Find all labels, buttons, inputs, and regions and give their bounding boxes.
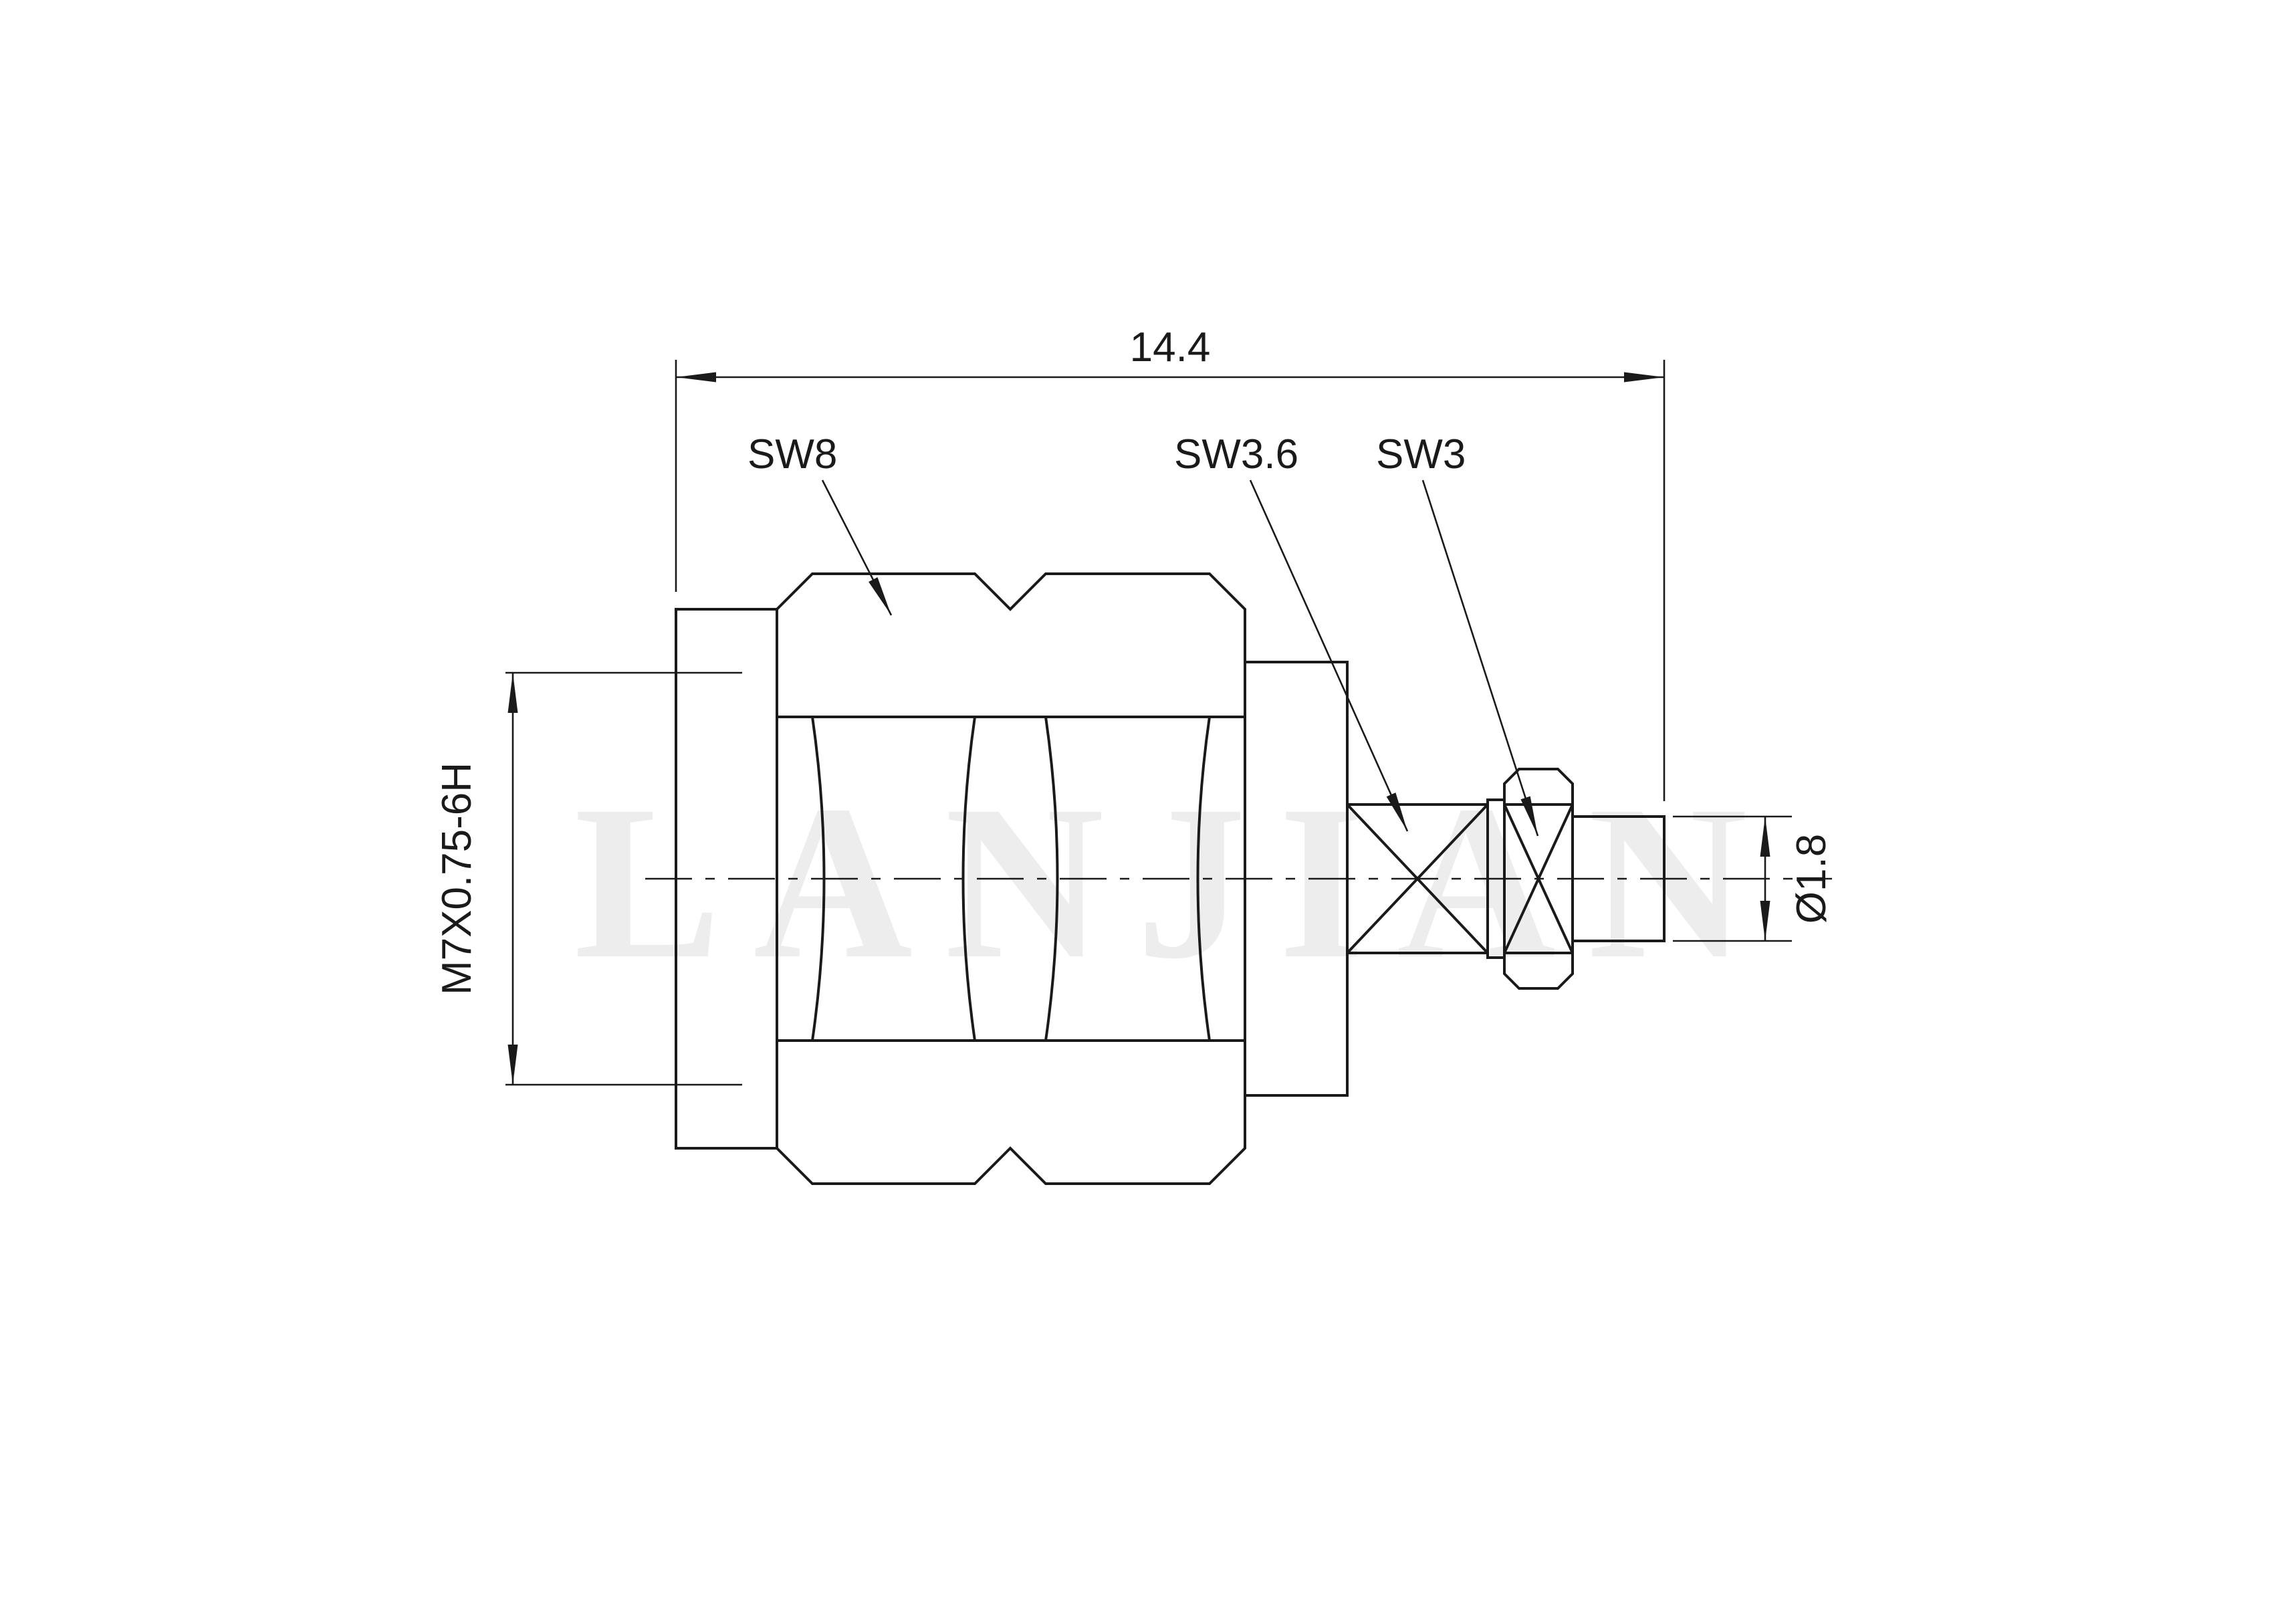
leader-line	[1249, 479, 1409, 832]
leader-line	[1421, 479, 1539, 837]
callout-sw36: SW3.6	[1174, 431, 1409, 832]
overall-length-value: 14.4	[1130, 324, 1211, 370]
callout-sw8: SW8	[748, 431, 893, 616]
hex-arc	[811, 716, 826, 1041]
hex-arc	[961, 716, 976, 1041]
leader-line	[821, 479, 893, 616]
sw3-label: SW3	[1376, 431, 1466, 477]
watermark-text: LANJIAN	[574, 760, 1780, 1004]
sw36-label: SW3.6	[1174, 431, 1298, 477]
pin-diameter-value: Ø1.8	[1789, 834, 1835, 924]
small-hex-diagonal	[1503, 804, 1574, 954]
dimension-pin-diameter: Ø1.8	[1673, 815, 1835, 942]
hex-arc	[1196, 716, 1211, 1041]
hex-body	[776, 572, 1246, 1185]
center-pin	[1571, 815, 1666, 942]
flats-diagonal	[1346, 803, 1489, 954]
dimension-overall-length: 14.4	[675, 324, 1666, 801]
sw8-label: SW8	[748, 431, 837, 477]
dimension-thread: M7X0.75-6H	[434, 671, 742, 1086]
thread-spec-value: M7X0.75-6H	[434, 762, 480, 995]
small-hex-sw3	[1503, 768, 1574, 990]
callout-sw3: SW3	[1376, 431, 1539, 837]
connector-body	[675, 572, 1666, 1185]
hex-arc	[1044, 716, 1059, 1041]
